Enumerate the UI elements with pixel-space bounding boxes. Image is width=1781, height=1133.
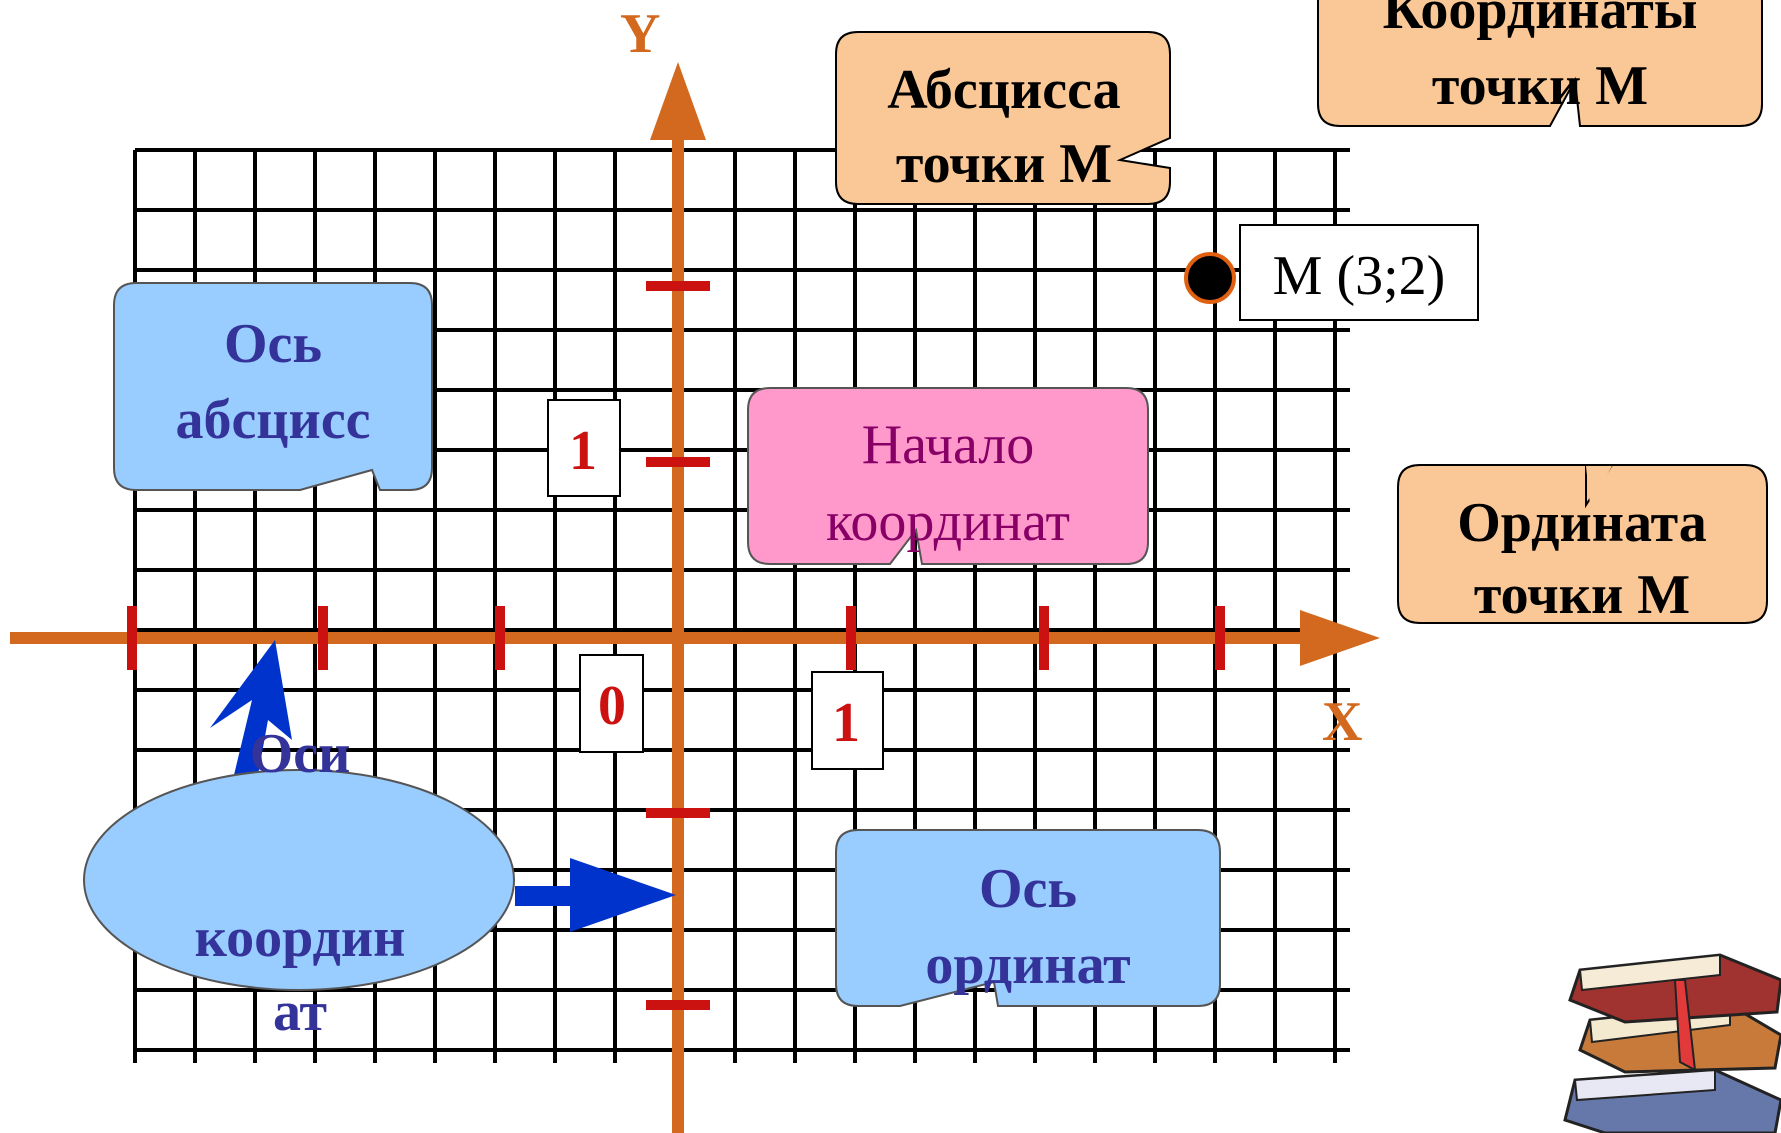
y-axis [650,62,706,1133]
unit-x-label-box: 1 [811,671,884,770]
y-axis-label: Y [620,3,660,65]
point-m-marker [1184,252,1236,304]
axis-ticks [127,281,1225,1010]
arrow-to-y-axis [515,858,676,932]
unit-y-label-box: 1 [547,399,621,497]
coordinate-axes-line1: Оси [250,723,351,785]
point-m-label: M (3;2) [1273,245,1446,307]
point-m: M (3;2) [1184,224,1479,321]
origin-name-line1: Начало [862,414,1035,476]
coordinate-axes-line2: координ [195,907,406,969]
x-axis-name-callout: Ось абсцисс [113,282,433,491]
ordinate-callout-line2: точки М [1474,564,1690,626]
stack-of-books-icon [1563,953,1781,1133]
abscissa-callout-line2: точки М [896,133,1112,195]
coordinates-callout: Координаты точки М [1317,0,1763,127]
origin-name-line2: координат [826,491,1070,553]
x-axis-name-line2: абсцисс [175,389,370,451]
y-axis-name-callout: Ось ординат [835,829,1221,1007]
ordinate-callout: Ордината точки М [1397,464,1768,626]
coordinates-callout-line1: Координаты [1383,0,1698,41]
x-axis-name-line1: Ось [224,313,322,375]
x-axis [10,610,1380,666]
abscissa-callout: Абсцисса точки М [835,31,1171,205]
unit-x-label: 1 [832,692,860,754]
y-axis-name-line2: ординат [925,934,1130,996]
arrow-to-x-axis [210,640,292,808]
abscissa-callout-line1: Абсцисса [887,59,1120,121]
x-axis-label: X [1322,691,1362,753]
origin-label: 0 [598,675,626,737]
coordinate-axes-callout: Оси координ ат [83,723,515,1043]
ordinate-callout-line1: Ордината [1457,492,1707,554]
y-axis-name-line1: Ось [979,858,1077,920]
unit-y-label: 1 [569,420,597,482]
origin-name-callout: Начало координат [747,387,1149,565]
coordinate-axes-line3: ат [273,981,327,1043]
coordinates-callout-line2: точки М [1432,55,1648,117]
origin-label-box: 0 [579,654,644,753]
